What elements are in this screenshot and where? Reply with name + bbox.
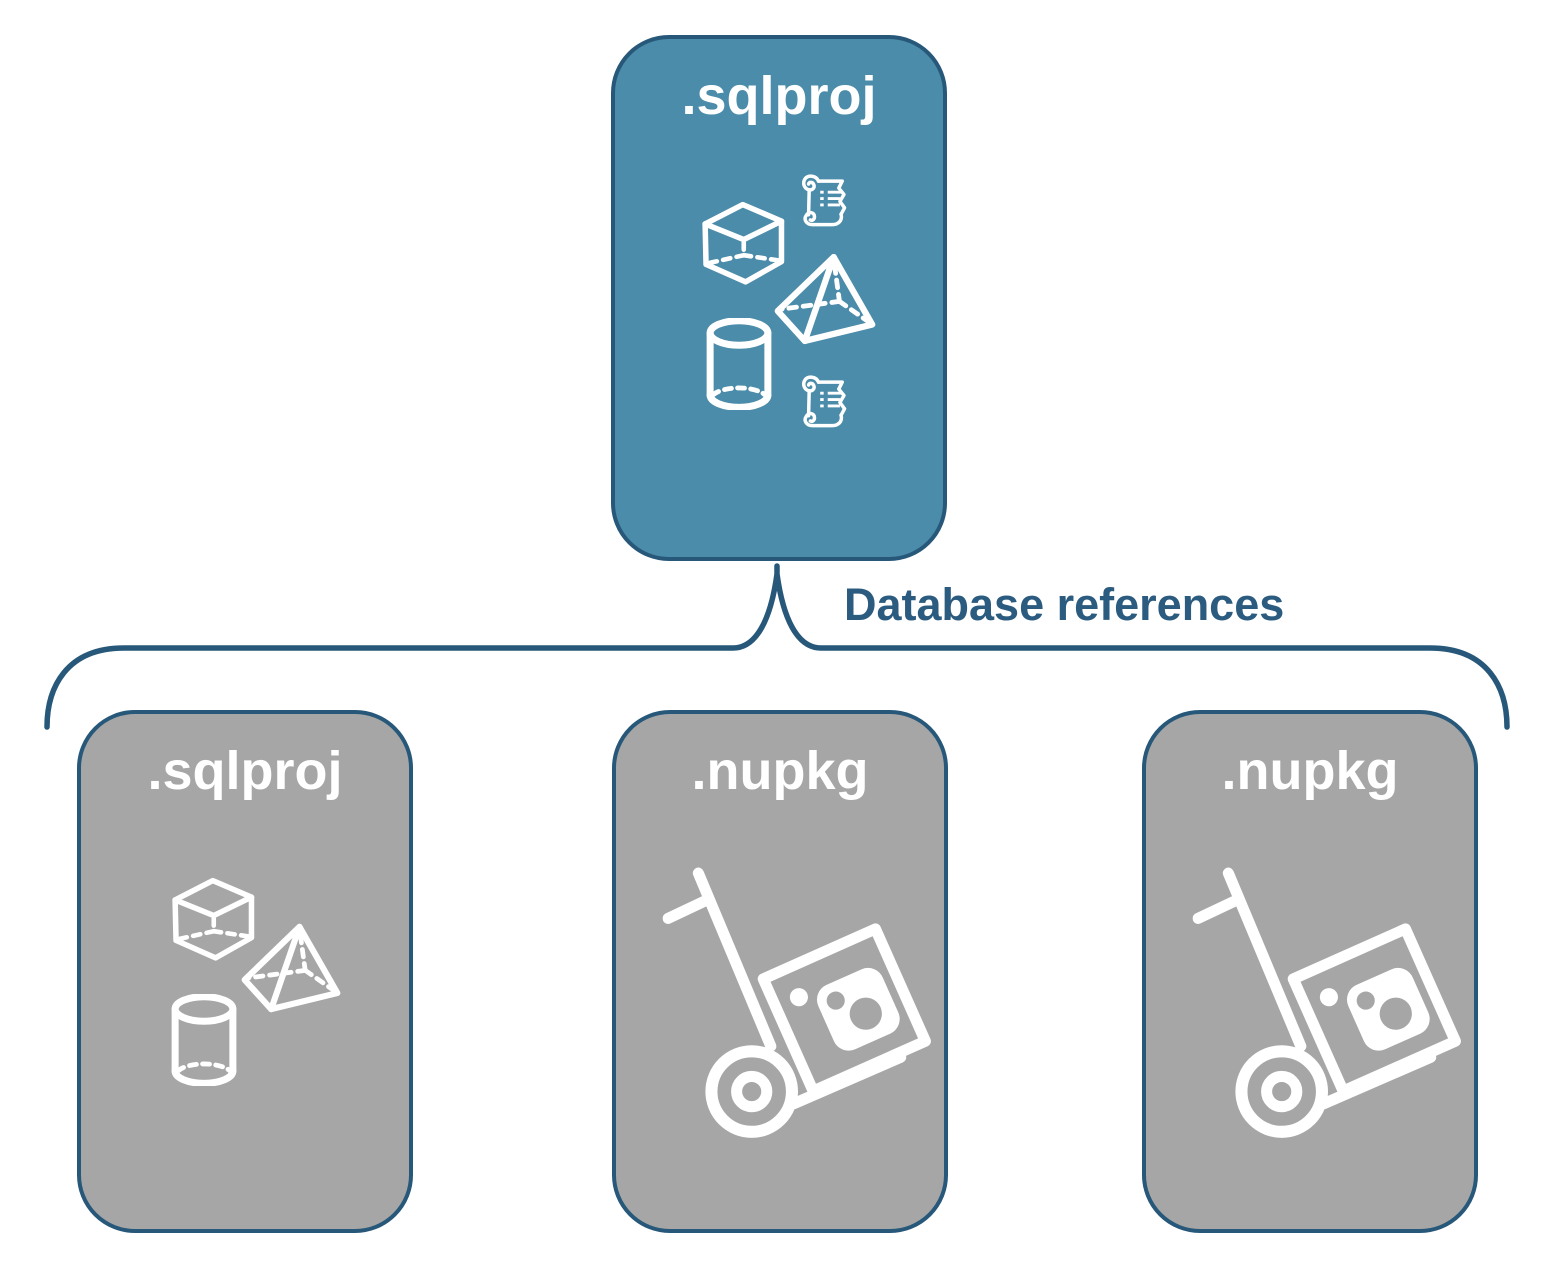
child-card-title: .sqlproj <box>147 741 343 801</box>
nuget-package-handtruck-icon <box>646 857 948 1159</box>
cylinder-icon <box>704 318 774 410</box>
root-card-sqlproj: .sqlproj <box>611 35 947 561</box>
sql-script-icon <box>797 372 855 434</box>
pyramid-icon <box>772 253 878 345</box>
nuget-package-handtruck-icon <box>1176 857 1478 1159</box>
child-card-sqlproj: .sqlproj <box>77 710 413 1233</box>
root-card-title: .sqlproj <box>681 66 877 126</box>
child-card-nupkg-2: .nupkg <box>1142 710 1478 1233</box>
pyramid-icon <box>239 923 343 1013</box>
sql-script-icon <box>797 171 855 233</box>
child-card-nupkg-1: .nupkg <box>612 710 948 1233</box>
child-card-title: .nupkg <box>691 741 869 801</box>
connector-label: Database references <box>844 579 1285 630</box>
cylinder-icon <box>169 994 239 1086</box>
child-card-title: .nupkg <box>1221 741 1399 801</box>
